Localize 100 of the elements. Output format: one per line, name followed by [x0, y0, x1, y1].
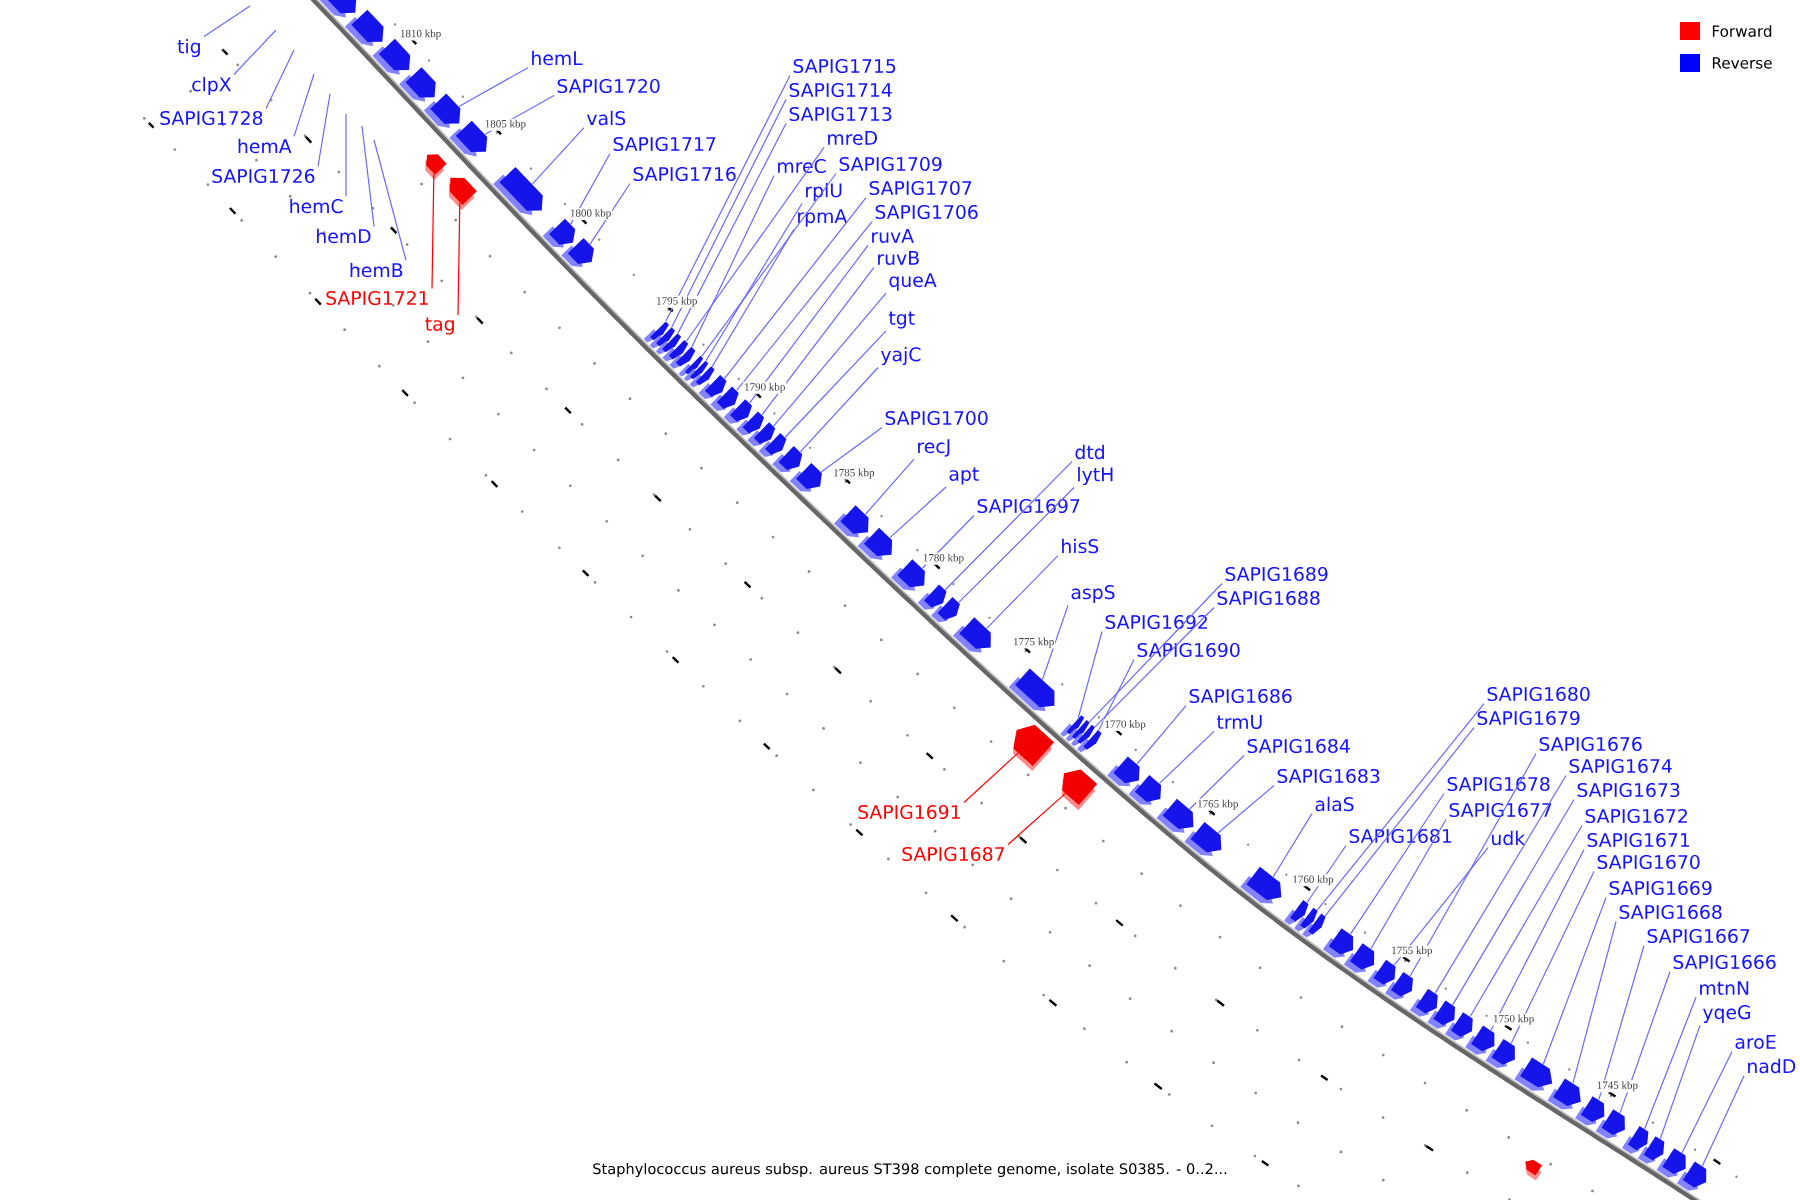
gene-block — [953, 617, 991, 653]
gene-block — [1302, 913, 1326, 938]
gene-label: tag — [425, 317, 454, 335]
gene-label: SAPIG1679 — [1477, 710, 1580, 726]
gene-label: tgt — [888, 311, 915, 329]
leader-line — [203, 5, 251, 38]
gene-label: tig — [177, 38, 200, 58]
gene-block — [1445, 1012, 1473, 1041]
leader-line — [1659, 1024, 1701, 1140]
leader-line — [1370, 818, 1447, 950]
gene-block — [857, 527, 893, 560]
leader-line — [1041, 604, 1069, 681]
gene-block — [723, 399, 752, 424]
gene-block — [542, 218, 576, 248]
gene-block — [758, 433, 787, 458]
gene-block — [1322, 928, 1354, 958]
leader-line — [458, 67, 529, 108]
gene-block — [1622, 1126, 1649, 1154]
gene-block — [917, 584, 947, 610]
leader-line — [1490, 848, 1585, 1031]
gene-block — [1595, 1109, 1625, 1139]
leader-line — [570, 152, 611, 225]
leader-line — [1542, 896, 1607, 1065]
gene-label: alaS — [1315, 796, 1354, 812]
gene-block — [1156, 798, 1194, 833]
gene-label: SAPIG1667 — [1647, 928, 1750, 944]
leader-line — [963, 752, 1019, 804]
gene-label: clpX — [192, 76, 232, 96]
leader-line — [671, 98, 787, 328]
gene-label: yqeG — [1703, 1005, 1751, 1023]
leader-line — [1158, 730, 1215, 784]
gene-label: SAPIG1700 — [885, 410, 988, 426]
leader-line — [1088, 582, 1223, 723]
leader-line — [1136, 704, 1187, 765]
gene-label: lytH — [1078, 466, 1113, 486]
leader-line — [944, 461, 1073, 591]
gene-label: hemC — [290, 198, 343, 214]
gene-label: SAPIG1716 — [633, 166, 736, 182]
gene-label: hemL — [532, 50, 583, 66]
leader-line — [711, 228, 795, 368]
gene-label: SAPIG1680 — [1487, 686, 1590, 702]
gene-label: SAPIG1720 — [557, 78, 660, 94]
leader-line — [921, 514, 975, 569]
leader-line — [1644, 996, 1697, 1130]
gene-label: SAPIG1709 — [839, 156, 942, 172]
leader-line — [265, 49, 295, 110]
gene-label: SAPIG1678 — [1447, 776, 1550, 792]
gene-block — [890, 559, 925, 591]
leader-line — [431, 173, 435, 290]
leader-line — [958, 486, 1075, 603]
gene-label: queA — [889, 273, 937, 291]
gene-label: hemA — [238, 138, 292, 154]
gene-block — [1656, 1148, 1686, 1178]
gene-label: SAPIG1669 — [1609, 880, 1712, 896]
leader-line — [677, 122, 787, 334]
gene-label: SAPIG1677 — [1449, 802, 1552, 818]
gene-block — [448, 177, 477, 210]
gene-block — [1575, 1096, 1605, 1126]
leader-line — [1469, 824, 1583, 1018]
gene-block — [1008, 668, 1055, 712]
gene-label: dtd — [1075, 444, 1104, 460]
gene-label: SAPIG1672 — [1585, 808, 1687, 824]
gene-block — [1240, 866, 1282, 904]
leader-line — [820, 426, 883, 473]
gene-label: SAPIG1717 — [613, 136, 716, 152]
gene-block — [931, 597, 960, 623]
leader-line — [864, 458, 915, 515]
leader-line — [1681, 1050, 1733, 1154]
gene-label: SAPIG1673 — [1577, 782, 1680, 798]
gene-label: SAPIG1686 — [1189, 688, 1292, 704]
leader-line — [665, 74, 791, 322]
gene-block — [1485, 1038, 1515, 1069]
gene-block — [1128, 775, 1162, 805]
leader-line — [1189, 754, 1245, 810]
gene-block — [1077, 730, 1102, 753]
gene-label: mtnN — [1700, 981, 1749, 995]
gene-label: SAPIG1728 — [160, 110, 263, 126]
gene-label: valS — [586, 110, 626, 126]
leader-line — [457, 202, 461, 316]
leader-line — [1349, 792, 1445, 935]
leader-line — [799, 366, 879, 453]
gene-block — [1525, 1159, 1542, 1181]
gene-label: hisS — [1062, 538, 1099, 554]
leader-line — [784, 330, 887, 438]
gene-label: SAPIG1726 — [212, 168, 315, 184]
leader-line — [589, 182, 631, 245]
gene-block — [493, 166, 543, 216]
leader-line — [1572, 920, 1617, 1084]
gene-block — [1385, 971, 1413, 1000]
leader-line — [484, 94, 555, 135]
gene-block — [423, 93, 461, 129]
gene-block — [789, 462, 822, 492]
leader-line — [1619, 970, 1671, 1114]
gene-label: SAPIG1715 — [793, 58, 896, 74]
gene-label: mreC — [778, 158, 826, 174]
leader-line — [1306, 844, 1347, 904]
leader-line — [1452, 798, 1575, 1006]
gene-block — [1427, 1000, 1456, 1029]
leader-line — [361, 125, 375, 227]
gene-label: SAPIG1713 — [789, 106, 892, 122]
